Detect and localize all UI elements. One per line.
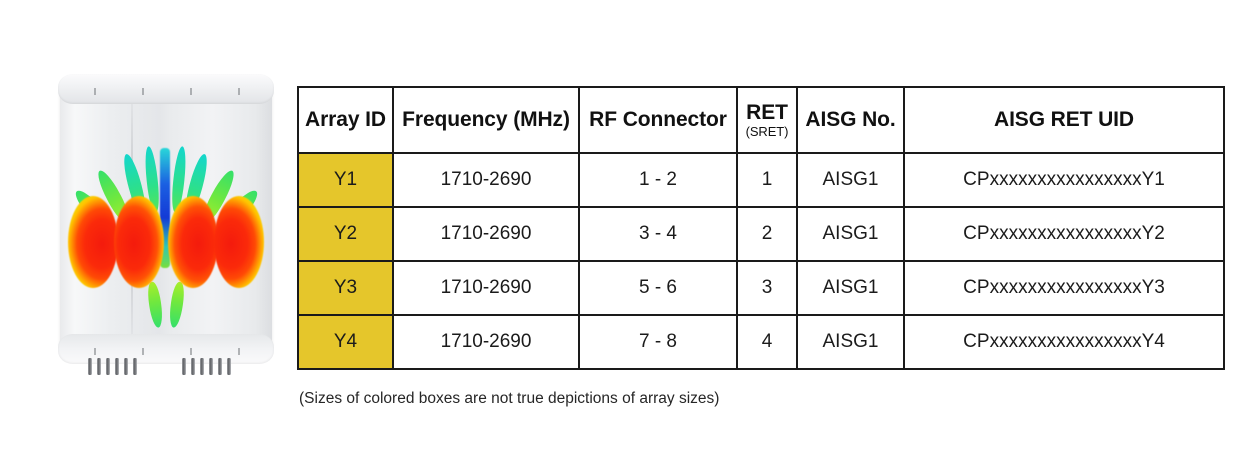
cap-notch-icon [238, 348, 240, 355]
array-specification-table: Array ID Frequency (MHz) RF Connector RE… [297, 86, 1225, 370]
main-lobe-y1 [68, 196, 118, 288]
boresight-null-stem [160, 148, 170, 268]
cell-rf-connector: 1 - 2 [578, 152, 738, 208]
cell-ret: 2 [736, 206, 798, 262]
cap-notch-icon [190, 88, 192, 95]
connector-port [115, 358, 119, 375]
connector-port [124, 358, 128, 375]
connector-port [88, 358, 92, 375]
cell-aisg-ret-uid: CPxxxxxxxxxxxxxxxxY3 [903, 260, 1225, 316]
cell-aisg-ret-uid: CPxxxxxxxxxxxxxxxxY2 [903, 206, 1225, 262]
cell-rf-connector: 5 - 6 [578, 260, 738, 316]
cap-notch-icon [142, 348, 144, 355]
connector-port [97, 358, 101, 375]
cell-frequency: 1710-2690 [392, 206, 580, 262]
cell-aisg-no: AISG1 [796, 314, 905, 370]
main-lobe-y3 [168, 196, 218, 288]
cap-notch-icon [142, 88, 144, 95]
cap-notch-icon [238, 88, 240, 95]
connector-port [209, 358, 213, 375]
main-lobe-y4 [214, 196, 264, 288]
column-header-rf-connector: RF Connector [578, 86, 738, 154]
cell-array-id: Y1 [297, 152, 394, 208]
cell-rf-connector: 7 - 8 [578, 314, 738, 370]
column-header-aisg-ret-uid: AISG RET UID [903, 86, 1225, 154]
cap-notch-icon [190, 348, 192, 355]
table-body: Y1 1710-2690 1 - 2 1 AISG1 CPxxxxxxxxxxx… [297, 152, 1225, 370]
cap-notch-icon [94, 88, 96, 95]
radome-bottom-cap [58, 334, 274, 364]
column-header-array-id: Array ID [297, 86, 394, 154]
column-header-frequency: Frequency (MHz) [392, 86, 580, 154]
connector-port [182, 358, 186, 375]
cell-aisg-ret-uid: CPxxxxxxxxxxxxxxxxY1 [903, 152, 1225, 208]
column-header-ret: RET (SRET) [736, 86, 798, 154]
connector-port-group-right [182, 358, 231, 375]
column-header-ret-label: RET [746, 100, 788, 124]
table-header: Array ID Frequency (MHz) RF Connector RE… [297, 86, 1225, 154]
table-row: Y4 1710-2690 7 - 8 4 AISG1 CPxxxxxxxxxxx… [297, 314, 1225, 370]
antenna-radiation-pattern-image [48, 66, 284, 378]
connector-port [191, 358, 195, 375]
column-header-ret-sublabel: (SRET) [745, 123, 789, 139]
cell-ret: 4 [736, 314, 798, 370]
cell-aisg-no: AISG1 [796, 260, 905, 316]
cell-aisg-ret-uid: CPxxxxxxxxxxxxxxxxY4 [903, 314, 1225, 370]
connector-port [133, 358, 137, 375]
cell-ret: 3 [736, 260, 798, 316]
connector-port [106, 358, 110, 375]
connector-port-group-left [88, 358, 137, 375]
radome-top-cap [58, 74, 274, 104]
table-row: Y2 1710-2690 3 - 4 2 AISG1 CPxxxxxxxxxxx… [297, 206, 1225, 262]
cell-frequency: 1710-2690 [392, 314, 580, 370]
connector-port [200, 358, 204, 375]
cell-array-id: Y2 [297, 206, 394, 262]
column-header-aisg-no: AISG No. [796, 86, 905, 154]
cell-aisg-no: AISG1 [796, 206, 905, 262]
radiation-pattern-overlay [64, 144, 268, 329]
connector-port [227, 358, 231, 375]
cell-array-id: Y4 [297, 314, 394, 370]
cell-array-id: Y3 [297, 260, 394, 316]
cap-notch-icon [94, 348, 96, 355]
cell-aisg-no: AISG1 [796, 152, 905, 208]
connector-port [218, 358, 222, 375]
table-footnote: (Sizes of colored boxes are not true dep… [299, 390, 720, 407]
cell-ret: 1 [736, 152, 798, 208]
table-row: Y3 1710-2690 5 - 6 3 AISG1 CPxxxxxxxxxxx… [297, 260, 1225, 316]
table-row: Y1 1710-2690 1 - 2 1 AISG1 CPxxxxxxxxxxx… [297, 152, 1225, 208]
cell-frequency: 1710-2690 [392, 260, 580, 316]
cell-rf-connector: 3 - 4 [578, 206, 738, 262]
cell-frequency: 1710-2690 [392, 152, 580, 208]
main-lobe-y2 [114, 196, 164, 288]
table-header-row: Array ID Frequency (MHz) RF Connector RE… [297, 86, 1225, 154]
